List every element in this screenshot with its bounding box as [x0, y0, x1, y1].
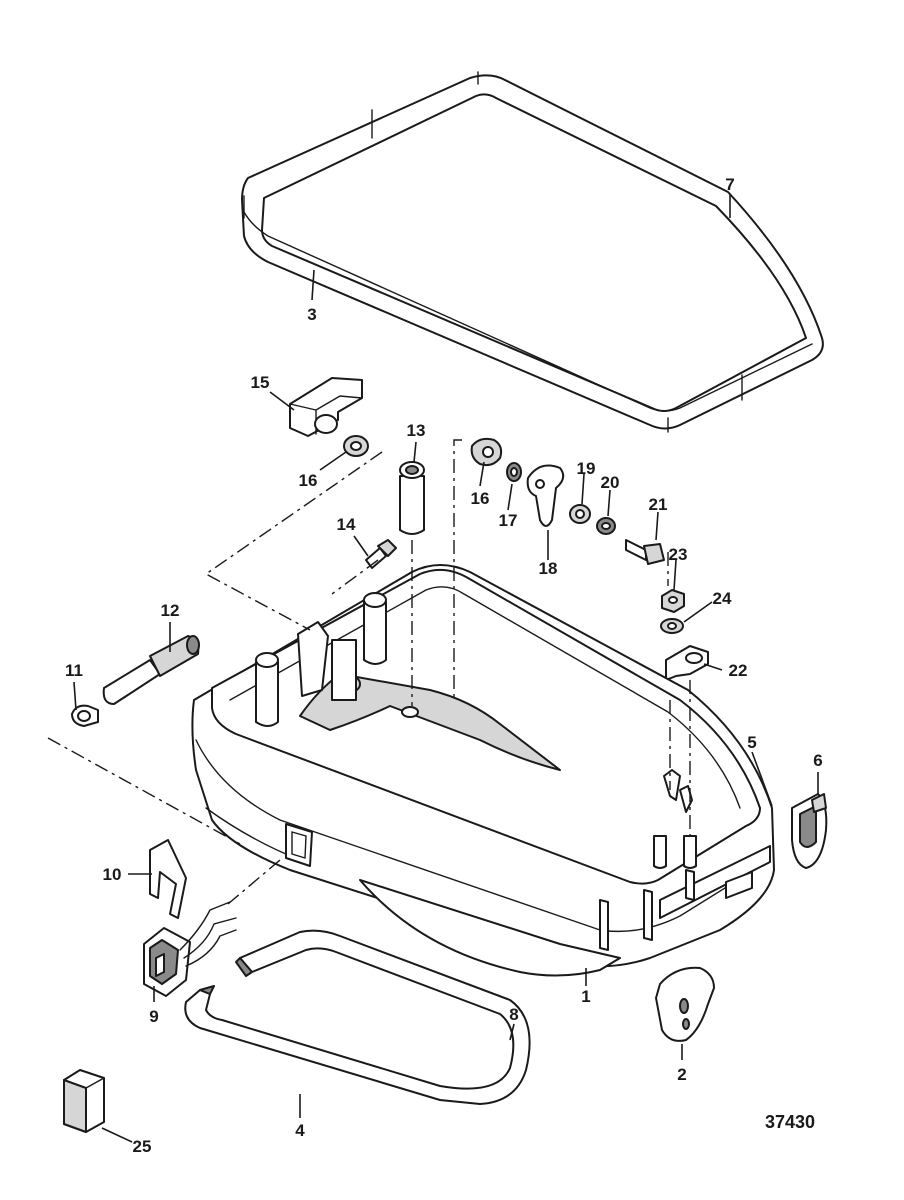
bottom-cowl [191, 564, 775, 977]
figure-number: 37430 [765, 1112, 815, 1132]
callout-2: 2 [677, 1065, 686, 1084]
assembly-dash-lines [47, 439, 691, 905]
callout-22: 22 [729, 661, 748, 680]
lower-cowl-seal [184, 929, 531, 1105]
callout-14: 14 [337, 515, 356, 534]
callout-7: 7 [725, 175, 734, 194]
callout-24: 24 [713, 589, 732, 608]
callout-6: 6 [813, 751, 822, 770]
callout-15: 15 [251, 373, 270, 392]
callout-5: 5 [747, 733, 756, 752]
latch-clip-right [791, 793, 828, 869]
callout-23: 23 [669, 545, 688, 564]
top-cowl-seal-frame [241, 71, 824, 433]
callout-12: 12 [161, 601, 180, 620]
callout-18: 18 [539, 559, 558, 578]
grommet-left [343, 435, 369, 457]
callout-9: 9 [149, 1007, 158, 1026]
end-cap [71, 704, 99, 727]
retainer-clip [149, 839, 187, 919]
callout-13: 13 [407, 421, 426, 440]
callout-20: 20 [601, 473, 620, 492]
callout-4: 4 [295, 1121, 305, 1140]
switch-with-wires [143, 901, 237, 997]
callout-labels: 1 2 3 4 5 6 7 8 9 10 11 12 13 14 15 16 1… [65, 175, 823, 1156]
callout-3: 3 [307, 305, 316, 324]
small-screw [365, 539, 397, 569]
callout-21: 21 [649, 495, 668, 514]
callout-8: 8 [509, 1005, 518, 1024]
plug-insert [63, 1069, 105, 1133]
bracket-assembly [660, 589, 709, 681]
callout-11: 11 [65, 661, 83, 680]
right-hardware-stack [470, 437, 665, 565]
callout-17: 17 [499, 511, 518, 530]
latch-block [289, 377, 363, 437]
callout-25: 25 [133, 1137, 152, 1156]
callout-leaders [73, 194, 819, 1143]
callout-16-right: 16 [471, 489, 490, 508]
sleeve-tube [399, 461, 425, 535]
callout-16-left: 16 [299, 471, 318, 490]
callout-1: 1 [581, 987, 590, 1006]
callout-10: 10 [103, 865, 122, 884]
cowl-internal-posts [255, 592, 697, 869]
callout-19: 19 [577, 459, 596, 478]
latch-clip-bottom [655, 966, 715, 1042]
fuel-connector-tube [102, 635, 200, 705]
